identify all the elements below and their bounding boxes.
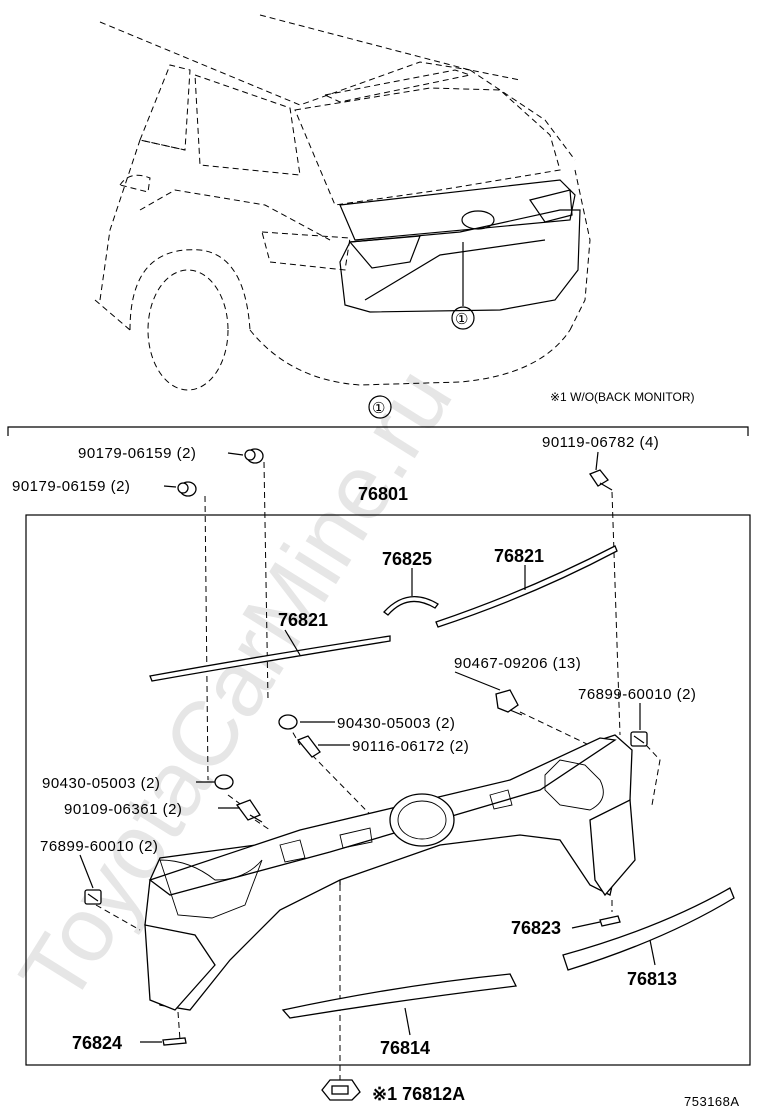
screw-90109-icon — [235, 799, 263, 823]
molding-76821-left-icon — [149, 635, 391, 682]
label-76823: 76823 — [511, 918, 561, 938]
screw-90119-icon — [589, 469, 613, 491]
label-76899-60010-right: 76899-60010 (2) — [578, 686, 696, 703]
label-76824: 76824 — [72, 1033, 122, 1053]
clip-76899-right-icon — [630, 731, 648, 747]
emblem-76825-arc-icon — [383, 596, 439, 616]
clip-90467-icon — [495, 689, 523, 716]
label-90179-06159-top: 90179-06159 (2) — [78, 445, 196, 462]
back-door-garnish-76801 — [144, 734, 636, 1011]
washer-90430-left-icon — [214, 774, 234, 790]
label-90430-05003-left: 90430-05003 (2) — [42, 775, 160, 792]
label-90179-06159-left: 90179-06159 (2) — [12, 478, 130, 495]
clip-90179-top-icon — [244, 448, 264, 464]
tape-76824-icon — [162, 1037, 187, 1046]
assembly-callout-number: ① — [372, 400, 386, 417]
label-76821-right: 76821 — [494, 546, 544, 566]
label-76813: 76813 — [627, 969, 677, 989]
emblem-hole-ring — [389, 793, 455, 847]
label-90430-05003-top: 90430-05003 (2) — [337, 715, 455, 732]
label-76801: 76801 — [358, 484, 408, 504]
assembly-frame — [25, 514, 751, 1066]
assembly-bracket-line — [7, 426, 749, 436]
plate-76812A-icon — [321, 1079, 361, 1101]
molding-76813-icon — [562, 887, 735, 971]
back-monitor-note: ※1 W/O(BACK MONITOR) — [550, 390, 695, 404]
label-76899-60010-left: 76899-60010 (2) — [40, 838, 158, 855]
vehicle-rear-illustration: ① — [94, 14, 591, 391]
callout-number: ① — [455, 311, 469, 328]
label-90109-06361: 90109-06361 (2) — [64, 801, 182, 818]
assembly-callout-circle — [368, 395, 392, 419]
molding-76821-right-icon — [435, 545, 618, 628]
label-76825: 76825 — [382, 549, 432, 569]
clip-76899-left-icon — [84, 889, 102, 905]
label-90119-06782: 90119-06782 (4) — [542, 434, 659, 451]
tape-76823-icon — [599, 915, 621, 927]
molding-76814-icon — [281, 973, 517, 1019]
label-90116-06172: 90116-06172 (2) — [352, 738, 469, 755]
label-90467-09206: 90467-09206 (13) — [454, 655, 581, 672]
clip-90179-left-icon — [177, 481, 197, 497]
label-76812A: ※1 76812A — [372, 1084, 465, 1104]
screw-90116-icon — [296, 735, 321, 758]
washer-90430-top-icon — [278, 714, 298, 730]
label-76814: 76814 — [380, 1038, 430, 1058]
figure-id: 753168A — [684, 1094, 740, 1109]
label-76821-left: 76821 — [278, 610, 328, 630]
